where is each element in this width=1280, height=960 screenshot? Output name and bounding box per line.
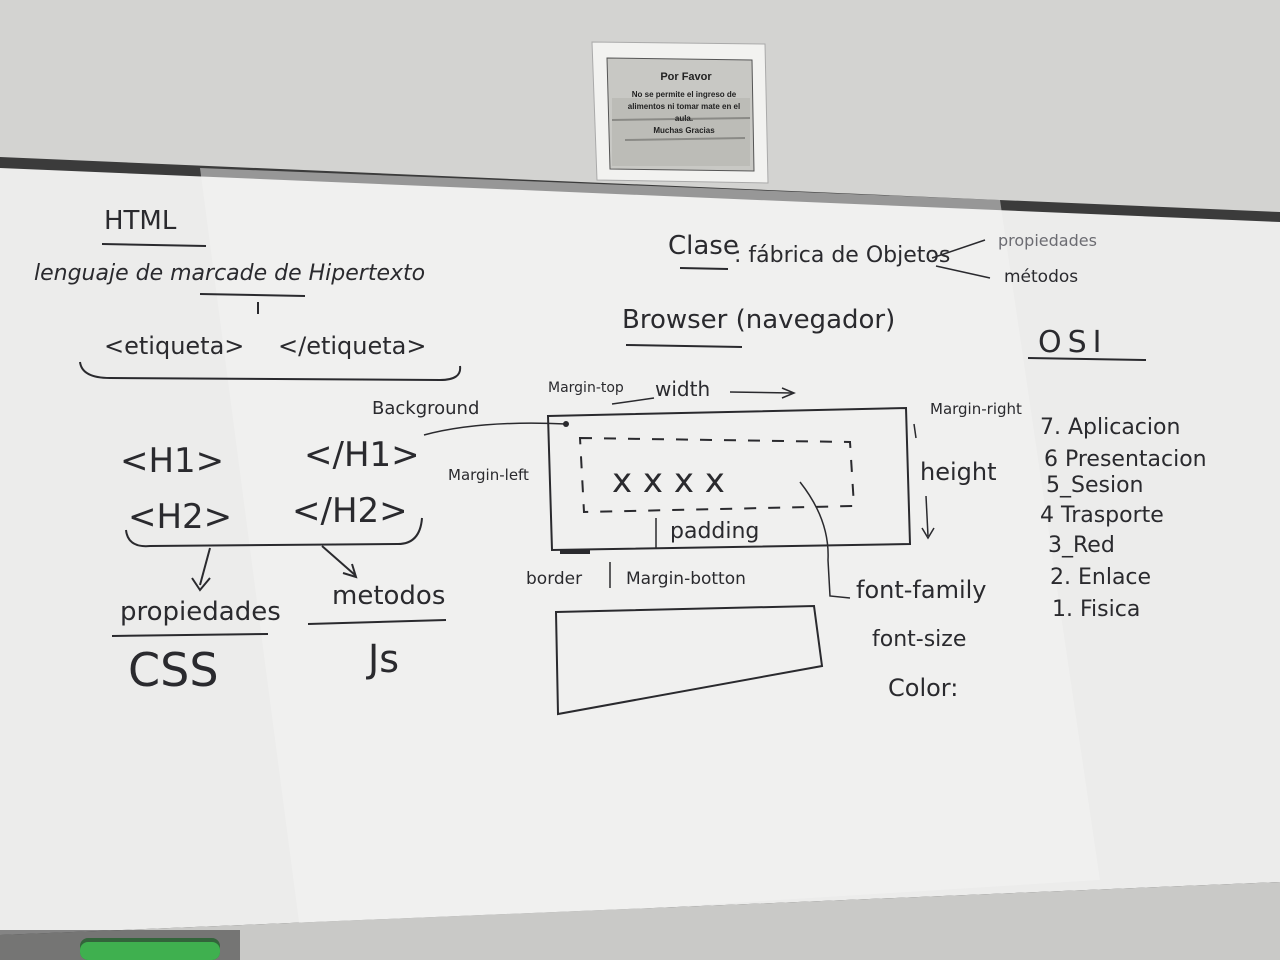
sign-line-1: No se permite el ingreso de — [632, 90, 737, 99]
browser-label: Browser (navegador) — [622, 305, 895, 335]
tag-close: </etiqueta> — [278, 332, 426, 360]
h1-open-tag: <H1> — [120, 441, 224, 481]
h1-close-tag: </H1> — [304, 435, 420, 475]
wall-sign — [591, 41, 769, 184]
second-box — [554, 604, 824, 716]
sign-line-3: aula. — [675, 114, 693, 123]
h2-close-tag: </H2> — [292, 491, 408, 531]
osi-layer-3: 3_Red — [1048, 533, 1115, 558]
sign-line-4: Muchas Gracias — [653, 126, 715, 135]
margin-left-label: Margin-left — [448, 466, 529, 484]
osi-layer-1: 1. Fisica — [1052, 597, 1140, 622]
width-label: width — [655, 377, 710, 401]
osi-title: OSI — [1038, 325, 1108, 360]
margin-right-label: Margin-right — [930, 400, 1022, 418]
osi-layer-2: 2. Enlace — [1050, 565, 1151, 590]
margin-bottom-label: Margin-botton — [626, 569, 746, 589]
osi-layer-7: 7. Aplicacion — [1040, 415, 1180, 440]
methods-label: metodos — [332, 581, 445, 611]
border-label: border — [526, 569, 582, 589]
html-subtitle: lenguaje de marcade de Hipertexto — [34, 261, 425, 286]
background-label: Background — [372, 398, 479, 419]
html-title: HTML — [104, 206, 177, 236]
css-label: CSS — [128, 643, 219, 697]
osi-layer-4: 4 Trasporte — [1040, 503, 1164, 528]
properties-label: propiedades — [120, 597, 281, 627]
clase-properties: propiedades — [998, 231, 1097, 250]
js-label: Js — [366, 637, 399, 681]
whiteboard-tray — [0, 882, 1280, 960]
osi-layer-5: 5_Sesion — [1046, 473, 1143, 498]
h2-open-tag: <H2> — [128, 497, 232, 537]
padding-label: padding — [670, 519, 759, 544]
box-content: x x x x — [612, 461, 725, 501]
tag-open: <etiqueta> — [104, 332, 244, 360]
color-label: Color: — [888, 674, 958, 702]
margin-top-label: Margin-top — [548, 380, 624, 396]
osi-layer-6: 6 Presentacion — [1044, 447, 1207, 472]
sign-title: Por Favor — [660, 71, 712, 83]
clase-label: Clase — [668, 231, 739, 261]
sign-line-2: alimentos ni tomar mate en el — [628, 102, 740, 111]
font-size-label: font-size — [872, 627, 966, 652]
font-family-label: font-family — [856, 576, 987, 604]
height-label: height — [920, 458, 997, 486]
clase-definition: : fábrica de Objetos — [734, 243, 950, 268]
box-outer-border — [546, 406, 912, 552]
clase-methods: métodos — [1004, 267, 1078, 287]
